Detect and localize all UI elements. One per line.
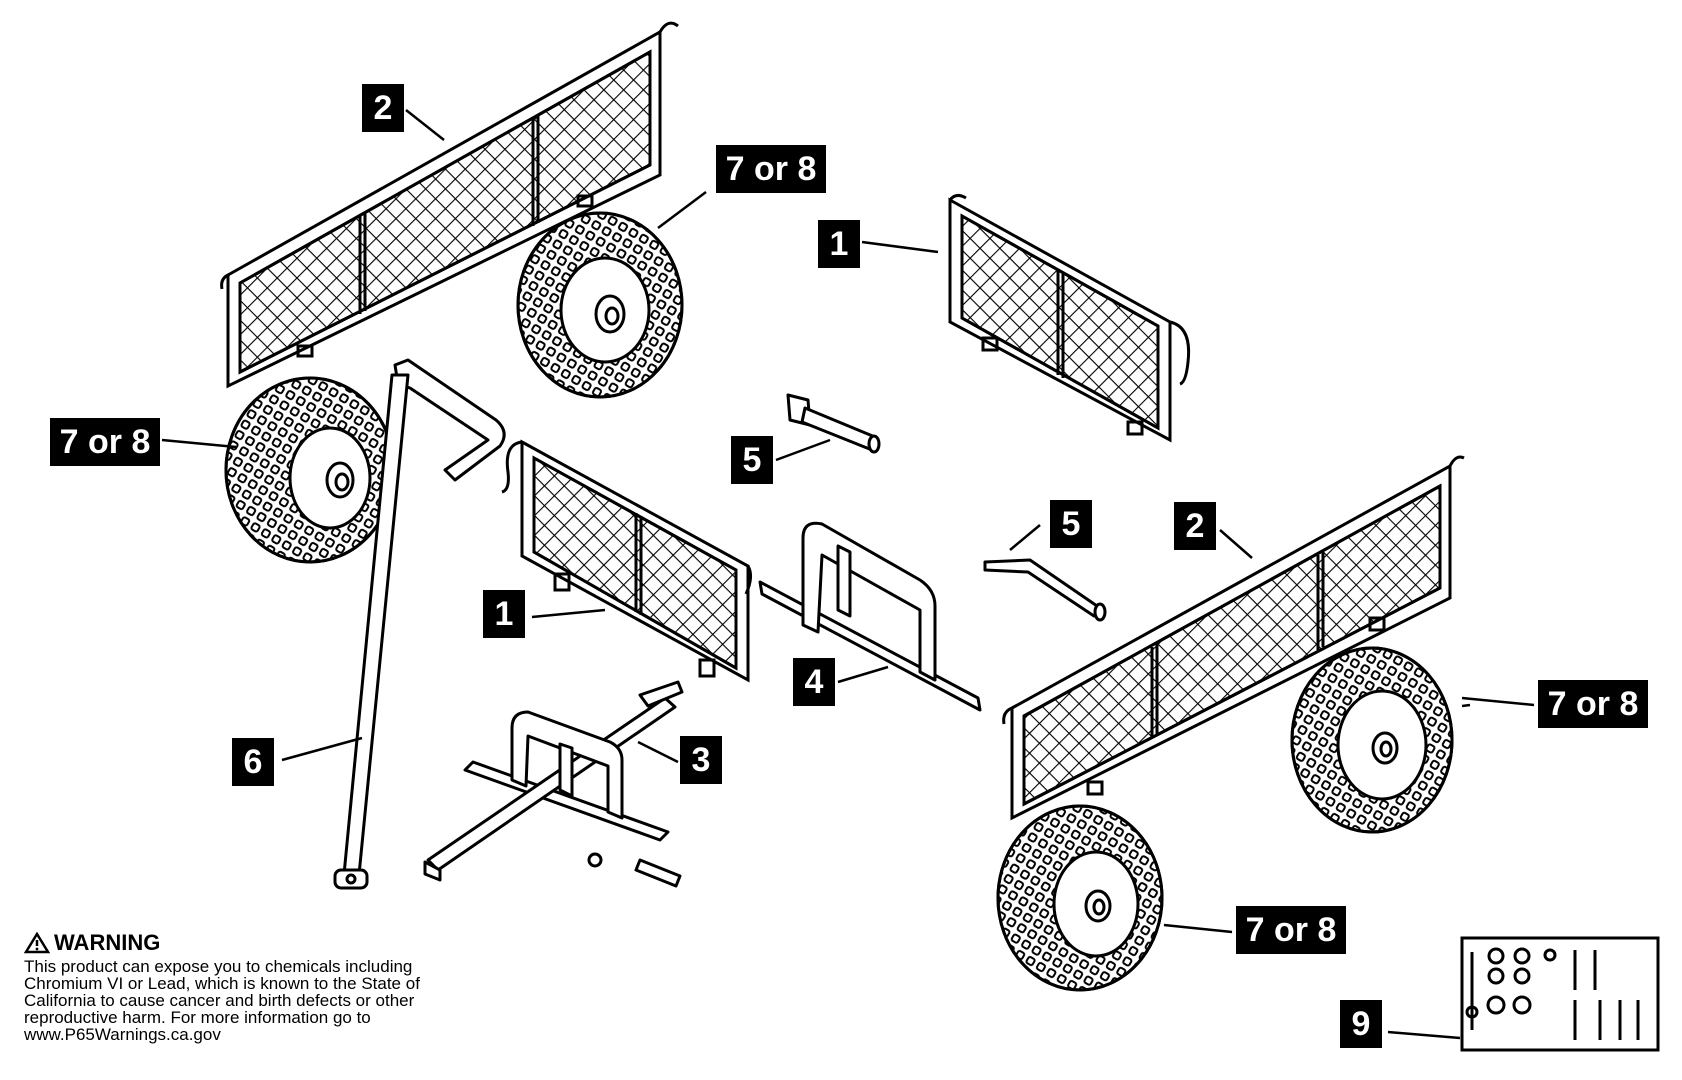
wheel-top bbox=[516, 211, 684, 399]
prop65-warning: WARNING This product can expose you to c… bbox=[24, 930, 464, 1043]
callout-label-7-or-8: 7 or 8 bbox=[716, 145, 826, 193]
rear-axle-assembly bbox=[758, 521, 982, 712]
pull-handle bbox=[333, 358, 506, 890]
callout-label-3: 3 bbox=[680, 736, 722, 784]
wheel-left bbox=[224, 376, 396, 564]
callout-label-1: 1 bbox=[483, 590, 525, 638]
end-panel-middle bbox=[501, 439, 753, 683]
callout-label-7-or-8: 7 or 8 bbox=[1236, 906, 1346, 954]
callout-label-5: 5 bbox=[1050, 500, 1092, 548]
wheel-right bbox=[1290, 646, 1454, 834]
warning-triangle-icon bbox=[24, 932, 50, 954]
callout-label-7-or-8: 7 or 8 bbox=[1538, 680, 1648, 728]
callout-label-1: 1 bbox=[818, 220, 860, 268]
callout-label-2: 2 bbox=[1174, 502, 1216, 550]
callout-label-9: 9 bbox=[1340, 1000, 1382, 1048]
side-panel-top-left bbox=[220, 21, 679, 389]
hardware-kit-box bbox=[1460, 936, 1660, 1052]
callout-label-6: 6 bbox=[232, 738, 274, 786]
callout-label-5: 5 bbox=[731, 436, 773, 484]
axle-bracket-middle bbox=[983, 558, 1107, 622]
leader-lines bbox=[161, 109, 1535, 1040]
front-axle-assembly bbox=[423, 680, 684, 888]
callout-label-7-or-8: 7 or 8 bbox=[50, 418, 160, 466]
axle-bracket-top bbox=[786, 393, 881, 454]
warning-title: WARNING bbox=[54, 930, 161, 955]
warning-text: This product can expose you to chemicals… bbox=[24, 957, 420, 1044]
side-panel-right bbox=[1002, 455, 1465, 821]
wheel-bottom bbox=[996, 804, 1164, 992]
end-panel-top-right bbox=[948, 193, 1191, 443]
callout-label-2: 2 bbox=[362, 84, 404, 132]
callout-label-4: 4 bbox=[793, 658, 835, 706]
